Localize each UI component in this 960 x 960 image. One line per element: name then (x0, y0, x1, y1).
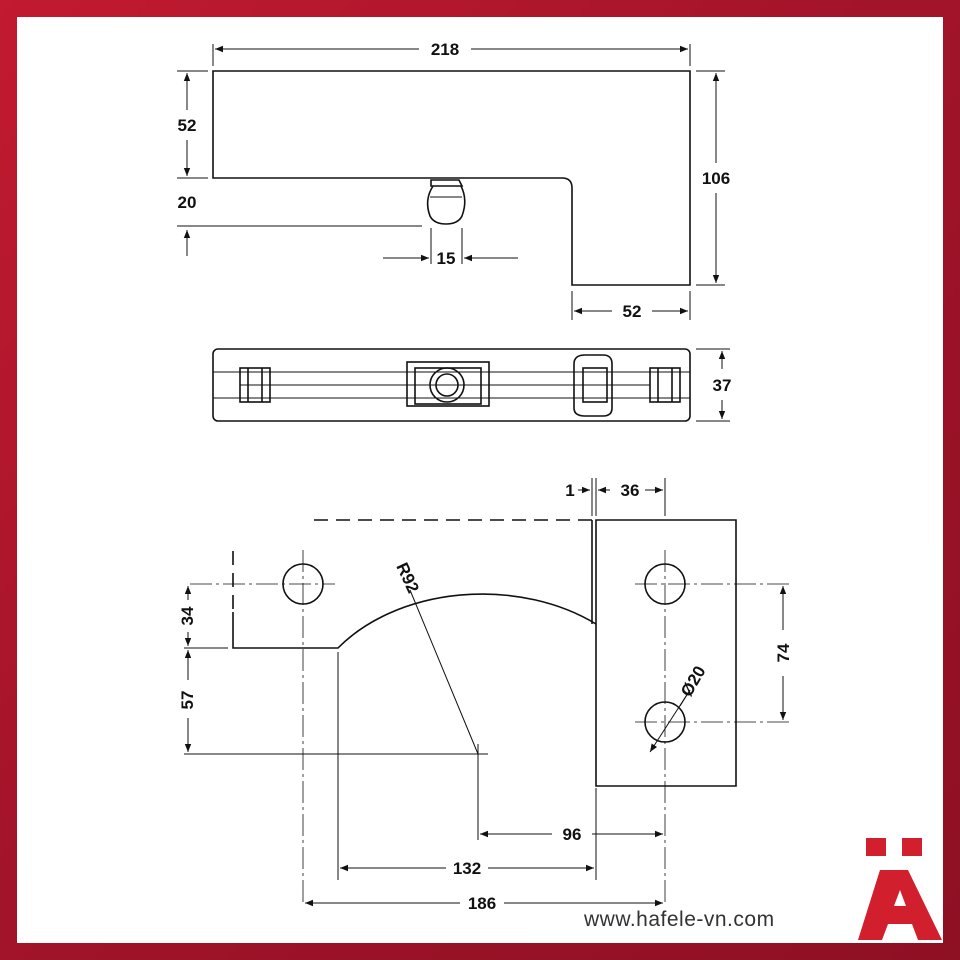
side-view: 37 (212, 348, 732, 422)
bottom-view: R92 1 36 34 57 74 Ø20 96 132 186 (178, 478, 793, 913)
brand-logo-icon (858, 838, 942, 940)
dim-96: 96 (563, 825, 582, 844)
dim-offset: 36 (621, 481, 640, 500)
dim-132: 132 (453, 859, 481, 878)
dim-spacing: 74 (774, 643, 793, 662)
top-view-outline (212, 70, 691, 286)
dim-upper-height: 52 (178, 116, 197, 135)
top-view: 218 52 20 15 106 52 (177, 40, 730, 321)
dim-186: 186 (468, 894, 496, 913)
dim-gap: 20 (178, 193, 197, 212)
dim-hole-diameter: Ø20 (677, 663, 710, 700)
dim-lower-width: 52 (623, 302, 642, 321)
dim-left-hole: 34 (178, 606, 197, 625)
dim-total-height: 106 (702, 169, 730, 188)
drawing-sheet (17, 17, 943, 943)
pivot-pin (426, 179, 466, 225)
dim-width: 218 (431, 40, 459, 59)
dim-gap-small: 1 (565, 481, 574, 500)
website-watermark: www.hafele-vn.com (584, 908, 775, 931)
dim-thickness: 37 (713, 376, 732, 395)
dim-left-lower: 57 (178, 691, 197, 710)
dim-pin: 15 (437, 249, 456, 268)
dim-radius: R92 (392, 560, 422, 596)
